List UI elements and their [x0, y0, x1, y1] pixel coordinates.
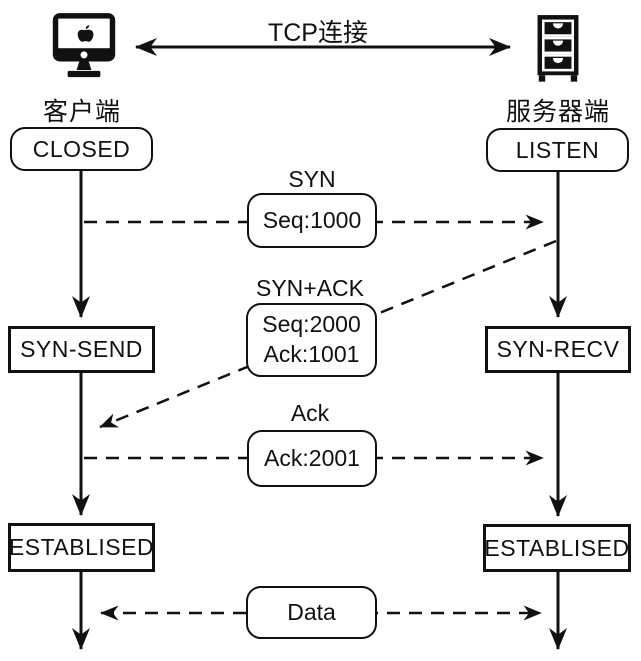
state-box-established-client: ESTABLISED: [8, 523, 155, 572]
state-box-established-server: ESTABLISED: [483, 524, 631, 572]
state-box-syn-send: SYN-SEND: [8, 326, 155, 373]
state-box-closed: CLOSED: [10, 127, 153, 171]
drawer-handle-icons: [552, 23, 564, 64]
tcp-link-label: TCP连接: [267, 19, 368, 47]
server-label: 服务器端: [505, 98, 610, 126]
message-title-syn-ack: SYN+ACK: [255, 275, 364, 301]
message-box-syn: Seq:1000: [247, 193, 377, 248]
state-box-syn-recv: SYN-RECV: [485, 326, 631, 373]
message-title-syn: SYN: [288, 166, 336, 192]
apple-logo-icon: [77, 25, 94, 42]
server-drawers-icon: [526, 12, 590, 86]
client-computer-icon: [45, 8, 123, 90]
message-box-syn-ack: Seq:2000 Ack:1001: [246, 303, 377, 377]
message-box-data: Data: [246, 586, 377, 639]
message-title-ack: Ack: [290, 400, 330, 426]
message-box-ack: Ack:2001: [247, 430, 377, 487]
state-box-listen: LISTEN: [486, 128, 629, 172]
client-label: 客户端: [42, 98, 121, 126]
